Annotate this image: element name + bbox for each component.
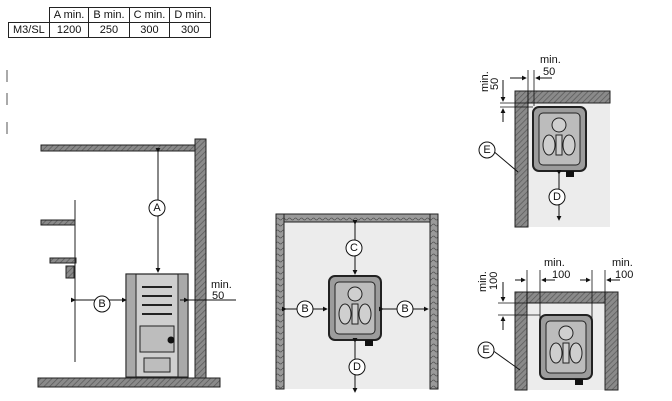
- ceiling: [40, 144, 198, 152]
- bench-lower: [65, 265, 75, 279]
- label-c: C: [350, 242, 358, 254]
- heater-top-corner2: [539, 314, 593, 385]
- label-e-circle-corner1: [478, 141, 496, 159]
- label-e-corner2: E: [482, 344, 489, 356]
- min-label-corner2-v: min.: [477, 271, 489, 292]
- table-header-d: D min.: [169, 7, 212, 23]
- table-cell-c: 300: [128, 22, 171, 38]
- floor: [37, 377, 221, 388]
- min-value-side: 50: [212, 290, 224, 302]
- min-value-corner1-v: 50: [489, 78, 501, 90]
- heater-top: [328, 275, 382, 346]
- bench-middle: [49, 257, 77, 264]
- min-value-corner2-v: 100: [488, 272, 500, 290]
- table-cell-model: M3/SL: [8, 22, 50, 38]
- label-e-circle-corner2: [477, 341, 495, 359]
- min-label-corner2-left: min.: [544, 257, 565, 269]
- label-a: A: [153, 202, 161, 214]
- corner-top-wall-v: [514, 90, 529, 228]
- clearance-table: A min. B min. C min. D min. M3/SL 1200 2…: [8, 7, 212, 38]
- label-d-corner1: D: [553, 191, 561, 203]
- top-wall-back: [275, 213, 439, 223]
- corner-top-wall-h: [514, 90, 611, 104]
- table-header-b: B min.: [88, 7, 130, 23]
- ash-drawer: [143, 357, 171, 373]
- heater-panel-right: [177, 273, 189, 378]
- label-b-top-left: B: [301, 303, 308, 315]
- label-b-circle-top-left: [296, 300, 314, 318]
- label-c-circle: [345, 239, 363, 257]
- corner-view-bottom: min. 100 min. 100 min. 100 E: [477, 257, 633, 391]
- corner-view-top: min. 50 min. 50 D E: [478, 54, 611, 228]
- door-handle: [167, 336, 175, 344]
- label-d-top: D: [353, 361, 361, 373]
- table-row: M3/SL 1200 250 300 300: [8, 22, 212, 38]
- label-a-circle: [148, 199, 166, 217]
- min-label-side: min.: [211, 279, 232, 291]
- label-e-corner1: E: [483, 144, 490, 156]
- top-wall-left: [275, 213, 285, 390]
- label-d-circle-top: [348, 358, 366, 376]
- min-value-corner2-right: 100: [615, 269, 633, 281]
- min-label-corner2-right: min.: [612, 257, 633, 269]
- heater-panel-left: [125, 273, 137, 378]
- min-label-corner1-v: min.: [479, 71, 491, 92]
- corner-bottom-wall-v-left: [514, 291, 528, 391]
- label-d-circle-corner1: [548, 188, 566, 206]
- heater-top-corner1: [532, 106, 587, 177]
- label-b-side: B: [98, 298, 105, 310]
- min-label-corner1-h: min.: [540, 54, 561, 66]
- top-view: C B B D: [275, 213, 439, 393]
- corner-bottom-wall-h: [514, 291, 619, 304]
- corner-bottom-wall-v-right: [604, 291, 619, 391]
- top-wall-right: [429, 213, 439, 390]
- side-view: A B min. 50: [37, 138, 236, 388]
- right-wall: [194, 138, 207, 382]
- label-b-top-right: B: [401, 303, 408, 315]
- bench-upper: [40, 219, 76, 226]
- table-cell-d: 300: [169, 22, 212, 38]
- table-cell-b: 250: [88, 22, 130, 38]
- label-b-circle-side: [93, 295, 111, 313]
- min-value-corner1-h: 50: [543, 66, 555, 78]
- label-b-circle-top-right: [396, 300, 414, 318]
- min-value-corner2-left: 100: [552, 269, 570, 281]
